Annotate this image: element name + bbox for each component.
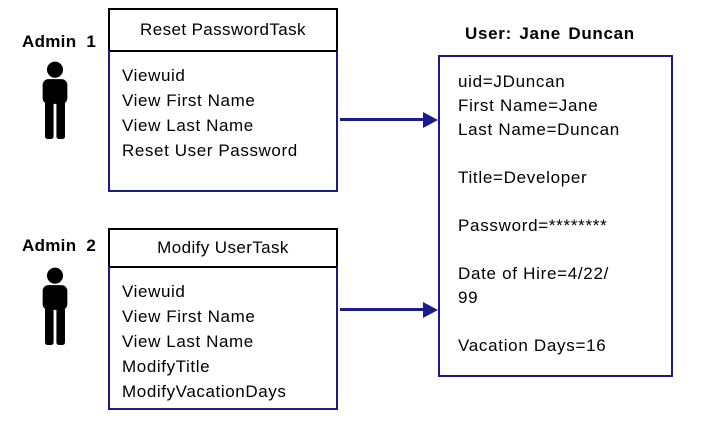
task-item: Viewuid [122, 66, 186, 85]
arrow-task2-to-user-shaft [340, 308, 424, 311]
task-item: View First Name [122, 91, 256, 110]
task-item: View Last Name [122, 332, 254, 351]
user-attribute-line: Date of Hire=4/22/ [458, 264, 610, 283]
task-item: View Last Name [122, 116, 254, 135]
user-attribute-line: First Name=Jane [458, 96, 599, 115]
admin2-label: Admin 2 [22, 236, 97, 255]
task-item: Viewuid [122, 282, 186, 301]
user-attribute-line [458, 310, 665, 334]
user-attribute-line: Last Name=Duncan [458, 120, 620, 139]
user-attribute-line [458, 190, 665, 214]
arrow-head-icon [423, 302, 438, 318]
task-item: ModifyVacationDays [122, 382, 287, 401]
user-attribute-line: Vacation Days=16 [458, 336, 607, 355]
user-attribute-line: Password=******** [458, 216, 608, 235]
admin1-label: Admin 1 [22, 32, 97, 51]
arrow-task1-to-user-shaft [340, 118, 424, 121]
user-record-title: User: Jane Duncan [465, 24, 635, 43]
task-item: Reset User Password [122, 141, 298, 160]
task-item: View First Name [122, 307, 256, 326]
user-attribute-line: 99 [458, 288, 479, 307]
person-icon [36, 60, 74, 142]
user-attribute-line [458, 142, 665, 166]
modify-user-task-title: Modify UserTask [108, 228, 338, 268]
reset-password-task-title: Reset PasswordTask [108, 8, 338, 52]
user-attribute-line: uid=JDuncan [458, 72, 566, 91]
user-attribute-line: Title=Developer [458, 168, 588, 187]
task-item: ModifyTitle [122, 357, 211, 376]
arrow-head-icon [423, 112, 438, 128]
user-attribute-line [458, 238, 665, 262]
person-icon [36, 266, 74, 348]
